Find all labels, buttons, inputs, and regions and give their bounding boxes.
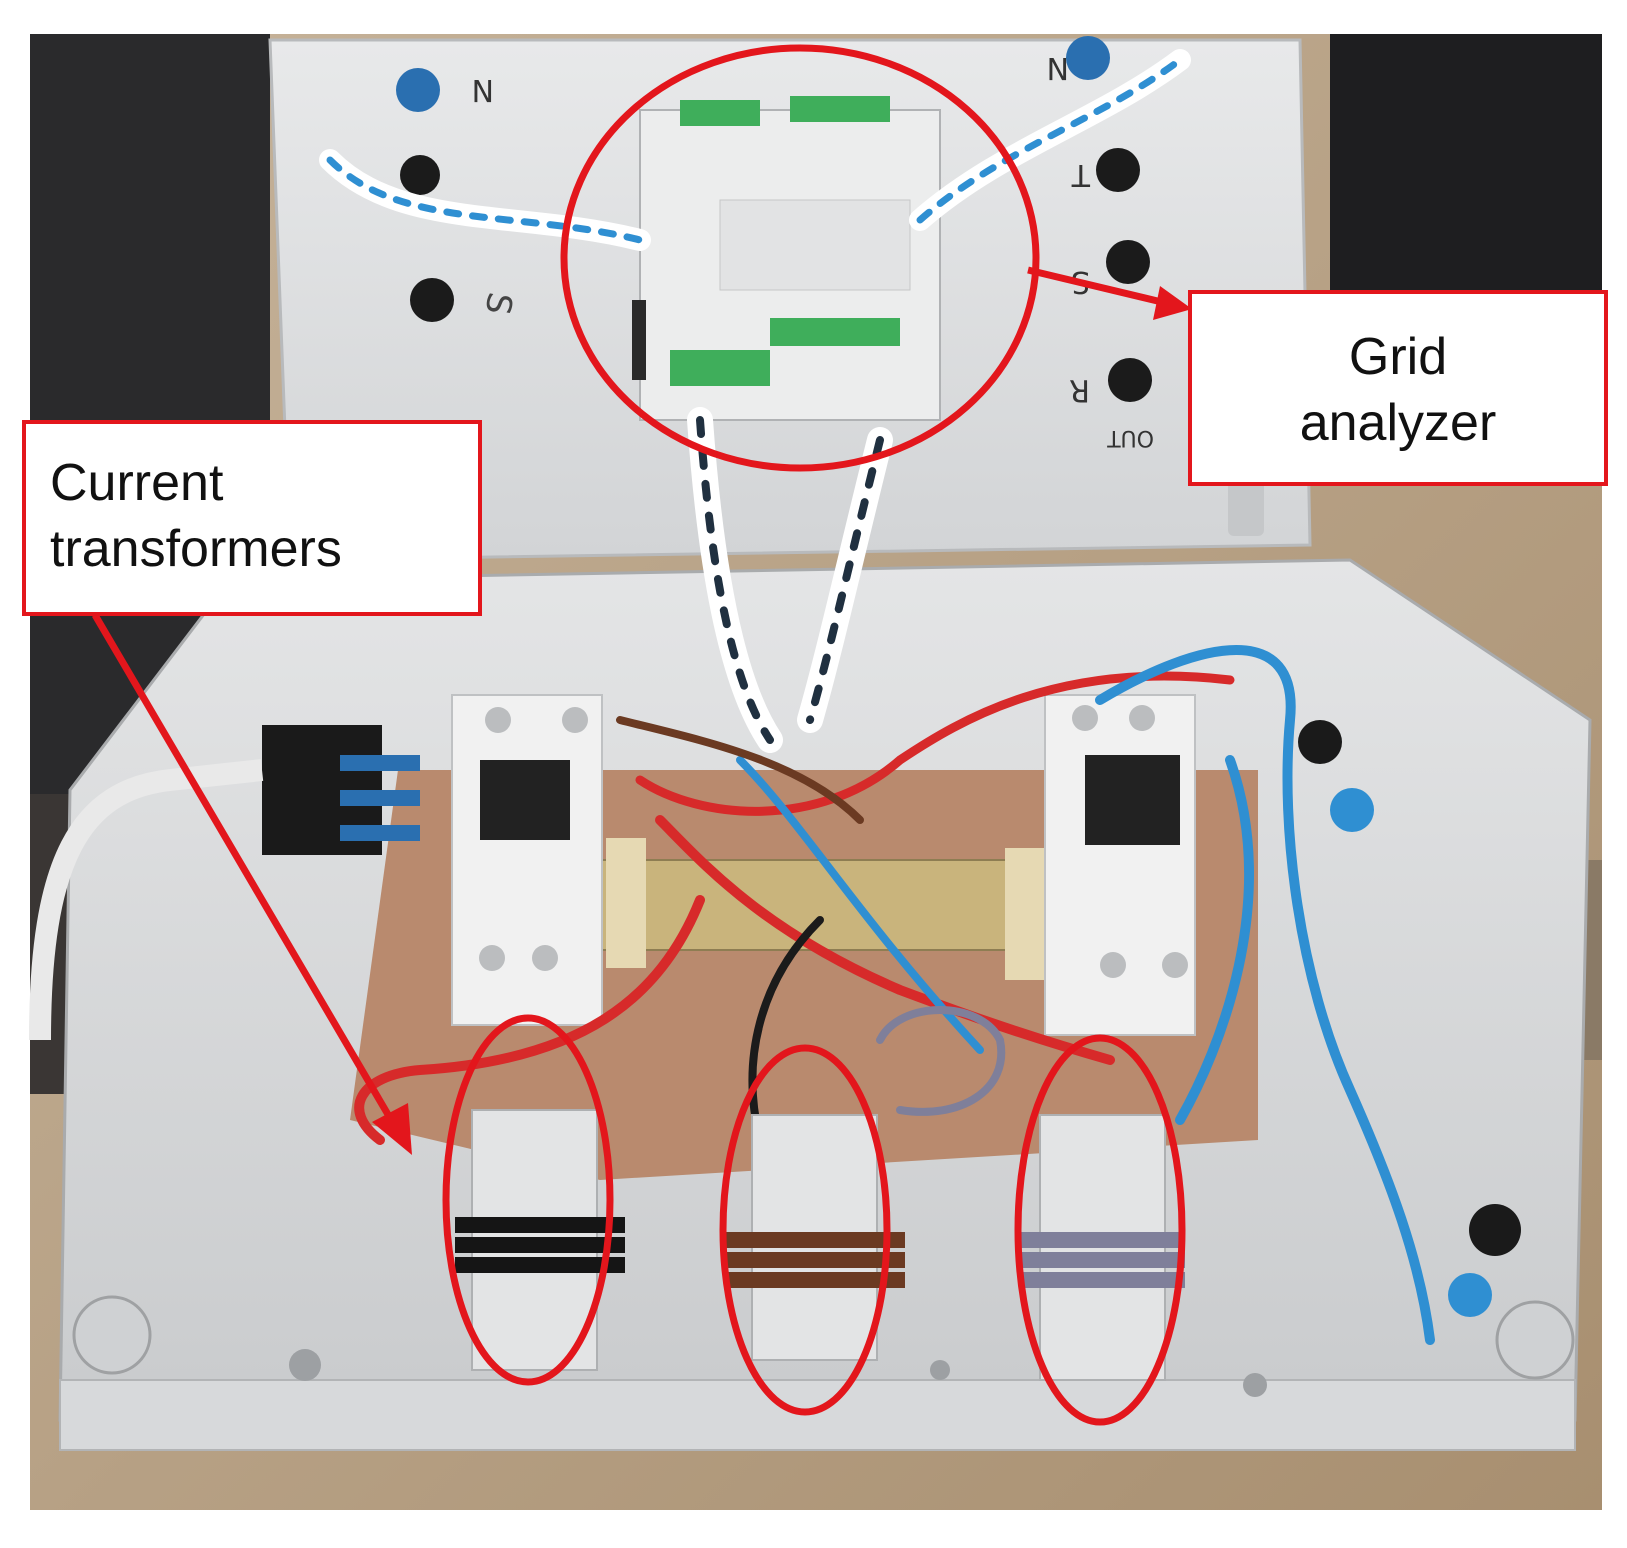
grid-analyzer-device bbox=[632, 96, 941, 421]
current-transformers-label-line1: Current bbox=[50, 454, 224, 512]
grid-analyzer-label-line2: analyzer bbox=[1299, 394, 1497, 452]
current-transformer-2 bbox=[725, 1114, 905, 1361]
terminal-label-t: T bbox=[1071, 157, 1091, 192]
terminal-r bbox=[1108, 358, 1152, 402]
ct-circle-3 bbox=[1014, 1034, 1186, 1426]
terminal-t bbox=[1096, 148, 1140, 192]
current-transformers-label-line2: transformers bbox=[50, 520, 342, 578]
power-inlet bbox=[29, 725, 420, 1041]
circuit-breaker-left bbox=[451, 694, 603, 1026]
current-transformer-1 bbox=[455, 1109, 625, 1371]
ga-arrow-line bbox=[1027, 266, 1171, 308]
terminal-label-r: R bbox=[1069, 372, 1090, 407]
grid-analyzer-label-line1: Grid bbox=[1348, 328, 1448, 386]
test-jacks bbox=[930, 720, 1521, 1397]
terminal-label-out: OUT bbox=[1107, 425, 1154, 450]
terminal-n-right bbox=[1066, 36, 1110, 80]
wiring bbox=[319, 49, 1435, 1345]
current-transformer-3 bbox=[1020, 1114, 1185, 1381]
terminal-left-2 bbox=[400, 155, 440, 195]
terminal-label-n-right: N bbox=[1047, 50, 1069, 85]
grid-analyzer-label: Grid analyzer bbox=[1188, 290, 1608, 486]
terminal-s-left bbox=[410, 278, 454, 322]
mounting-hole-right bbox=[1495, 1300, 1575, 1380]
ct-circle-1 bbox=[442, 1014, 614, 1386]
terminal-s-right bbox=[1106, 240, 1150, 284]
annotation-overlay bbox=[91, 44, 1186, 1426]
ct-circle-2 bbox=[719, 1044, 891, 1416]
current-transformers-label: Current transformers bbox=[22, 420, 482, 616]
ct-arrowhead bbox=[372, 1103, 412, 1155]
circuit-breaker-right bbox=[1044, 694, 1196, 1036]
ga-arrowhead bbox=[1153, 286, 1192, 320]
annotation-arrowheads bbox=[372, 286, 1192, 1155]
lid-terminals: N S N T S R OUT bbox=[396, 36, 1154, 450]
mounting-hole-left bbox=[72, 1295, 152, 1375]
grid-analyzer-circle bbox=[560, 44, 1040, 472]
ct-arrow-line bbox=[91, 613, 404, 1137]
terminal-label-n-left: N bbox=[472, 72, 494, 107]
terminal-n-left bbox=[396, 68, 440, 112]
